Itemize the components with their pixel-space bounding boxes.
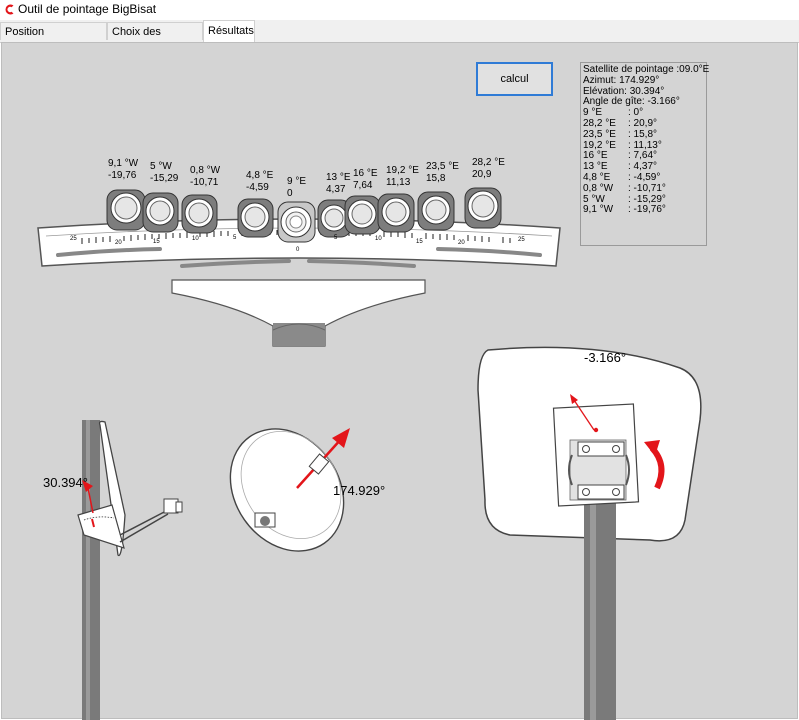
scale-label: 5 — [334, 235, 338, 241]
scale-label: 20 — [115, 240, 122, 246]
scale-label: 25 — [70, 236, 77, 242]
window-title: Outil de pointage BigBisat — [18, 2, 157, 16]
azimuth-illustration — [229, 428, 350, 552]
lnb-head — [237, 198, 274, 238]
arrow-icon — [570, 394, 578, 404]
lnb-head — [417, 191, 455, 231]
skew-readout: Angle de gîte: -3.166° — [583, 96, 680, 108]
scale-label: 20 — [458, 240, 465, 246]
pointing-satellite: Satellite de pointage :09.0°E — [583, 64, 710, 75]
scale-label: 15 — [153, 239, 160, 245]
scale-label: 15 — [416, 239, 423, 245]
calcul-button[interactable]: calcul — [476, 62, 553, 96]
lnb-label: 5 °W-15,29 — [150, 161, 179, 184]
offset-row: 9 °E: 0° — [583, 107, 644, 119]
lnb-label: 4,8 °E-4,59 — [246, 170, 274, 193]
offset-row: 19,2 °E: 11,13° — [583, 139, 662, 151]
lnb-heads — [106, 187, 502, 243]
lnb-label: 9,1 °W-19,76 — [108, 158, 139, 181]
arrow-icon — [332, 428, 350, 448]
results-summary: Satellite de pointage :09.0°E Azimut: 17… — [580, 62, 710, 246]
elevation-value: 30.394° — [43, 475, 88, 490]
offset-row: 5 °W: -15,29° — [583, 193, 666, 205]
scale-label: 25 — [518, 237, 525, 243]
elevation-illustration — [77, 420, 183, 720]
app-logo-icon — [5, 4, 14, 15]
offset-row: 9,1 °W: -19,76° — [583, 204, 666, 216]
tab-resultats[interactable]: Résultats — [203, 20, 255, 42]
offset-row: 0,8 °W: -10,71° — [583, 182, 666, 194]
skew-illustration — [477, 346, 702, 720]
skew-value: -3.166° — [584, 350, 627, 365]
offset-row: 4,8 °E: -4,59° — [583, 171, 661, 183]
offset-row: 13 °E: 4,37° — [583, 161, 658, 173]
lnb-head-selected — [277, 201, 316, 243]
elevation-readout: Elévation: 30.394° — [583, 85, 665, 97]
azimuth-readout: Azimut: 174.929° — [583, 74, 660, 86]
lnb-head — [142, 192, 179, 233]
lnb-label: 0,8 °W-10,71 — [190, 165, 221, 188]
offset-row: 23,5 °E: 15,8° — [583, 128, 658, 140]
lnb-head — [464, 187, 502, 229]
azimuth-value: 174.929° — [333, 483, 386, 498]
offset-row: 16 °E: 7,64° — [583, 150, 658, 162]
arrow-icon — [82, 480, 93, 492]
scale-label: 10 — [192, 236, 199, 242]
rotate-arrow-icon — [644, 440, 660, 456]
scale-label: 5 — [233, 235, 237, 241]
lnb-head — [181, 194, 218, 234]
lnb-head — [377, 193, 415, 233]
scale-label: 10 — [375, 236, 382, 242]
lnb-head — [317, 199, 352, 238]
lnb-head — [344, 195, 381, 235]
lnb-head — [106, 189, 146, 231]
scale-label: 0 — [296, 247, 300, 253]
offset-row: 28,2 °E: 20,9° — [583, 117, 658, 129]
title-bar: Outil de pointage BigBisat — [0, 0, 799, 20]
